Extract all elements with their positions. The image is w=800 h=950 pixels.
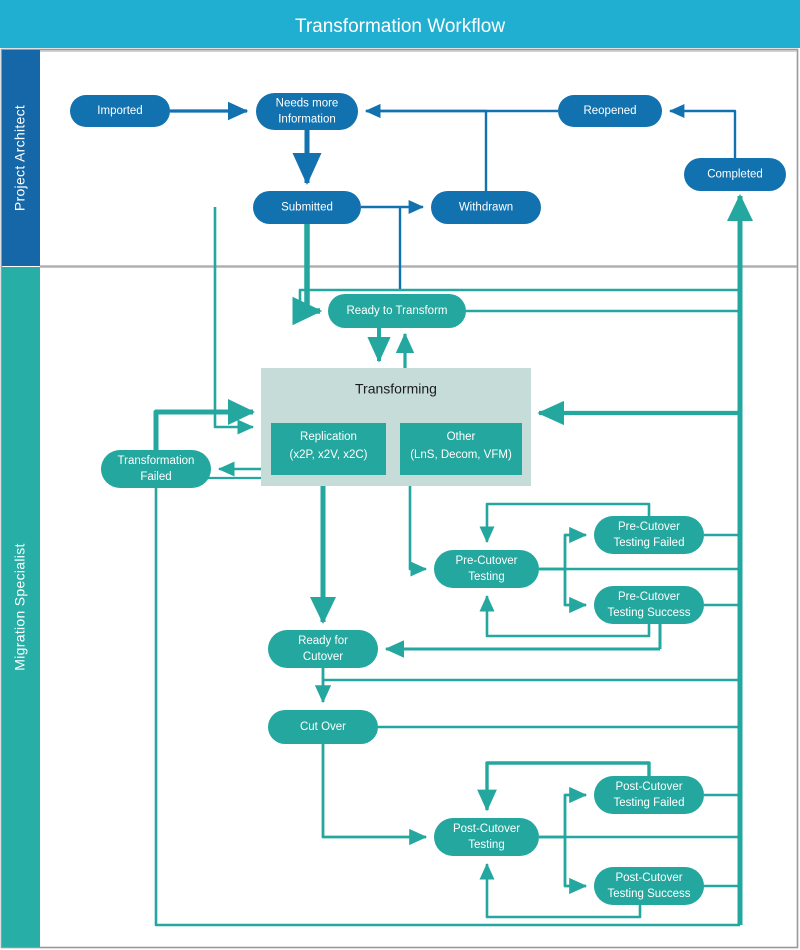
node-withdrawn[interactable]: Withdrawn	[431, 191, 541, 224]
replication-label-line-1: Replication	[300, 431, 357, 443]
edge-post-cutover-testing-to-success	[563, 837, 588, 895]
lane-label-migration-specialist: Migration Specialist	[12, 543, 28, 670]
submitted-shape	[253, 191, 361, 224]
completed-shape	[684, 158, 786, 191]
node-transformation-failed[interactable]: Transformation Failed	[101, 450, 211, 488]
lane-band-migration-specialist	[2, 267, 40, 947]
node-post-cutover-testing[interactable]: Post-Cutover Testing	[434, 818, 539, 856]
post-cutover-testing-success-shape	[594, 867, 704, 905]
edge-pre-cutover-testing-to-success	[563, 569, 588, 614]
transformation-failed-shape	[101, 450, 211, 488]
replication-label-line-2: (x2P, x2V, x2C)	[290, 449, 368, 461]
node-submitted[interactable]: Submitted	[253, 191, 361, 224]
node-post-cutover-testing-failed[interactable]: Post-Cutover Testing Failed	[594, 776, 704, 814]
edge-submitted-to-transforming	[213, 207, 255, 435]
edge-pre-cutover-failed-to-testing	[479, 502, 651, 544]
node-pre-cutover-testing[interactable]: Pre-Cutover Testing	[434, 550, 539, 588]
cut-over-shape	[268, 710, 378, 744]
ready-for-cutover-shape	[268, 630, 378, 668]
replication-box	[271, 423, 386, 475]
pre-cutover-testing-failed-shape	[594, 516, 704, 554]
diagram-border	[0, 48, 799, 949]
node-pre-cutover-testing-failed[interactable]: Pre-Cutover Testing Failed	[594, 516, 704, 554]
pre-cutover-testing-success-shape	[594, 586, 704, 624]
node-ready-to-transform[interactable]: Ready to Transform	[328, 294, 466, 328]
edge-return-rail-to-ready-to-transform	[298, 288, 740, 313]
page-title: Transformation Workflow	[295, 16, 505, 37]
transforming-group-title: Transforming	[355, 381, 437, 397]
header-banner	[0, 0, 800, 48]
other-label-line-2: (LnS, Decom, VFM)	[410, 449, 512, 461]
imported-shape	[70, 95, 170, 127]
edge-cut-over-to-post-cutover-testing	[321, 744, 428, 846]
edge-completed-to-reopened	[669, 104, 737, 158]
other-box	[400, 423, 522, 475]
edge-post-cutover-success-to-testing	[479, 862, 642, 919]
node-replication[interactable]: Replication (x2P, x2V, x2C)	[271, 423, 386, 475]
lane-label-project-architect: Project Architect	[12, 105, 28, 211]
node-pre-cutover-testing-success[interactable]: Pre-Cutover Testing Success	[594, 586, 704, 624]
transforming-group[interactable]: Transforming Replication (x2P, x2V, x2C)…	[261, 368, 531, 486]
node-cut-over[interactable]: Cut Over	[268, 710, 378, 744]
edge-post-cutover-failed-to-testing	[477, 761, 651, 812]
node-reopened[interactable]: Reopened	[558, 95, 662, 127]
withdrawn-shape	[431, 191, 541, 224]
edge-pre-cutover-success-to-testing	[479, 594, 651, 638]
ready-to-transform-shape	[328, 294, 466, 328]
node-needs-more-information[interactable]: Needs more Information	[256, 93, 358, 130]
node-ready-for-cutover[interactable]: Ready for Cutover	[268, 630, 378, 668]
edge-transformation-failed-bottom-return	[154, 488, 740, 927]
post-cutover-testing-shape	[434, 818, 539, 856]
post-cutover-testing-failed-shape	[594, 776, 704, 814]
reopened-shape	[558, 95, 662, 127]
lane-band-project-architect	[2, 50, 40, 266]
node-other[interactable]: Other (LnS, Decom, VFM)	[400, 423, 522, 475]
edge-transforming-to-pre-cutover-testing	[408, 486, 428, 577]
edge-layer	[149, 101, 753, 927]
node-post-cutover-testing-success[interactable]: Post-Cutover Testing Success	[594, 867, 704, 905]
pre-cutover-testing-shape	[434, 550, 539, 588]
other-label-line-1: Other	[447, 431, 476, 443]
edge-transformation-failed-to-transforming	[153, 399, 255, 450]
node-imported[interactable]: Imported	[70, 95, 170, 127]
needs-more-information-shape	[256, 93, 358, 130]
node-completed[interactable]: Completed	[684, 158, 786, 191]
